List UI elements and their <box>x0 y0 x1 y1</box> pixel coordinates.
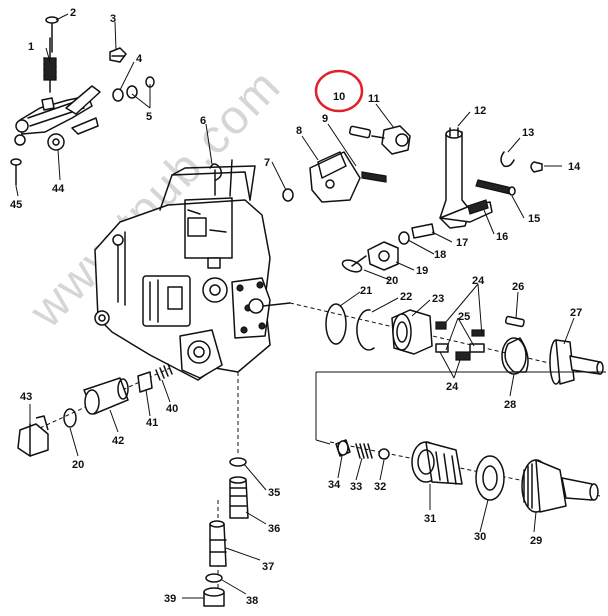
pump-housing <box>94 159 291 381</box>
callout-20-left: 20 <box>72 459 84 471</box>
callout-44: 44 <box>52 183 65 195</box>
lower-assembly <box>315 371 606 513</box>
callout-7: 7 <box>264 157 270 169</box>
callout-41: 41 <box>146 417 158 429</box>
callout-35: 35 <box>268 487 280 499</box>
callout-24-top: 24 <box>472 275 485 287</box>
callout-17: 17 <box>456 237 468 249</box>
callout-5: 5 <box>146 111 152 123</box>
callout-36: 36 <box>268 523 280 535</box>
callout-21: 21 <box>360 285 372 297</box>
callout-28: 28 <box>504 399 516 411</box>
callout-19: 19 <box>416 265 428 277</box>
callout-25: 25 <box>458 311 470 323</box>
callout-39: 39 <box>164 593 176 605</box>
callout-31: 31 <box>424 513 436 525</box>
leader-lines <box>15 13 575 599</box>
rotor-assembly <box>289 302 604 385</box>
callout-45: 45 <box>10 199 22 211</box>
callout-10: 10 <box>333 91 345 103</box>
callout-33: 33 <box>350 481 362 493</box>
callout-30: 30 <box>474 531 486 543</box>
callout-1: 1 <box>28 41 34 53</box>
upper-parts <box>209 125 543 273</box>
callout-34: 34 <box>328 479 341 491</box>
callout-40: 40 <box>166 403 178 415</box>
callout-6: 6 <box>200 115 206 127</box>
callout-16: 16 <box>496 231 508 243</box>
callout-12: 12 <box>474 105 486 117</box>
callout-18: 18 <box>434 249 446 261</box>
governor-linkage <box>10 16 155 186</box>
callout-20: 20 <box>386 275 398 287</box>
callout-43: 43 <box>20 391 32 403</box>
callout-9: 9 <box>322 113 328 125</box>
callout-13: 13 <box>522 127 534 139</box>
callout-3: 3 <box>110 13 116 25</box>
callout-4: 4 <box>136 53 143 65</box>
callout-27: 27 <box>570 307 582 319</box>
callout-2: 2 <box>70 7 76 19</box>
callout-24-bottom: 24 <box>446 381 459 393</box>
callout-14: 14 <box>568 161 581 173</box>
callout-37: 37 <box>262 561 274 573</box>
callout-8: 8 <box>296 125 302 137</box>
callout-42: 42 <box>112 435 124 447</box>
callout-11: 11 <box>368 93 380 105</box>
lower-left-parts <box>17 363 249 607</box>
callout-38: 38 <box>246 595 258 607</box>
callout-15: 15 <box>528 213 540 225</box>
callout-labels: 1 2 3 4 5 6 7 8 9 10 11 12 13 14 15 16 1… <box>10 7 582 607</box>
highlight-circle <box>314 69 364 113</box>
callout-22: 22 <box>400 291 412 303</box>
callout-26: 26 <box>512 281 524 293</box>
callout-29: 29 <box>530 535 542 547</box>
callout-32: 32 <box>374 481 386 493</box>
callout-23: 23 <box>432 293 444 305</box>
